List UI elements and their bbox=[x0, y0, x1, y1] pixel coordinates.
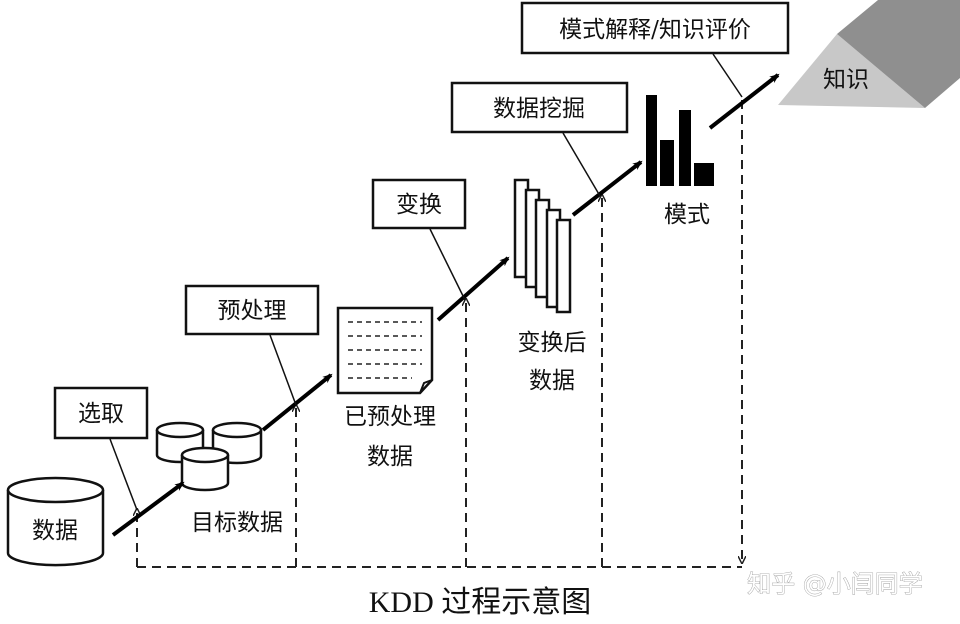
step-box-selection: 选取 bbox=[53, 386, 149, 440]
diagram-caption: KDD 过程示意图 bbox=[369, 586, 592, 619]
feedback-dashed-lines bbox=[137, 100, 742, 568]
process-arrows bbox=[111, 73, 780, 537]
target-data-icon bbox=[155, 421, 263, 492]
selection-label: 选取 bbox=[78, 401, 124, 427]
step-box-data-mining: 数据挖掘 bbox=[450, 81, 629, 134]
preprocessed-data-label-1: 已预处理 bbox=[344, 404, 436, 430]
preprocessed-document-icon bbox=[336, 306, 434, 395]
data-mining-label: 数据挖掘 bbox=[493, 96, 585, 122]
interpretation-label: 模式解释/知识评价 bbox=[559, 17, 751, 43]
step-box-preprocessing: 预处理 bbox=[184, 284, 320, 336]
patterns-bar-icon bbox=[646, 95, 714, 186]
patterns-label: 模式 bbox=[664, 202, 710, 228]
knowledge-pyramid-icon: 知识 bbox=[778, 0, 960, 108]
step-box-transformation: 变换 bbox=[371, 178, 467, 230]
transformed-data-icon bbox=[513, 178, 572, 314]
transformed-data-label-1: 变换后 bbox=[518, 330, 587, 356]
transformation-label: 变换 bbox=[396, 192, 442, 218]
watermark: 知乎 @小闫同学 bbox=[747, 570, 923, 598]
leader-lines bbox=[109, 53, 743, 511]
step-box-interpretation: 模式解释/知识评价 bbox=[520, 1, 790, 55]
data-database-icon: 数据 bbox=[6, 476, 105, 567]
knowledge-label: 知识 bbox=[823, 67, 869, 93]
data-label: 数据 bbox=[32, 518, 78, 544]
transformed-data-label-2: 数据 bbox=[529, 368, 575, 394]
preprocessed-data-label-2: 数据 bbox=[367, 444, 413, 470]
preprocessing-label: 预处理 bbox=[218, 298, 287, 324]
target-data-label: 目标数据 bbox=[191, 510, 283, 536]
